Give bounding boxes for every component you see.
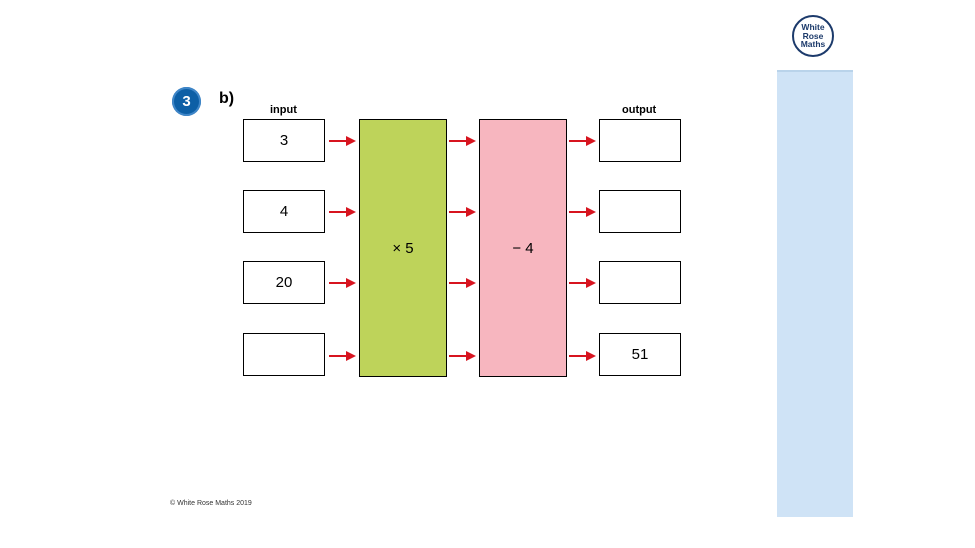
logo-area: White Rose Maths	[777, 0, 853, 72]
input-box-4[interactable]	[243, 333, 325, 376]
arrow-head-r4-c1	[346, 351, 356, 361]
output-box-2[interactable]	[599, 190, 681, 233]
arrow-head-r4-c3	[586, 351, 596, 361]
arrow-head-r1-c2	[466, 136, 476, 146]
output-header: output	[622, 104, 657, 116]
side-panel: White Rose Maths	[777, 0, 853, 517]
logo-text-3: Maths	[800, 39, 826, 50]
input-box-3: 20	[243, 261, 325, 304]
white-rose-maths-logo: White Rose Maths	[792, 15, 834, 57]
input-box-2: 4	[243, 190, 325, 233]
arrow-head-r4-c2	[466, 351, 476, 361]
output-box-3[interactable]	[599, 261, 681, 304]
arrow-head-r1-c3	[586, 136, 596, 146]
logo-text-1: White	[801, 22, 825, 33]
subtract-machine: − 4	[479, 119, 567, 377]
arrow-head-r2-c3	[586, 207, 596, 217]
arrow-head-r1-c1	[346, 136, 356, 146]
arrow-head-r2-c2	[466, 207, 476, 217]
arrow-head-r3-c2	[466, 278, 476, 288]
logo-text-2: Rose	[802, 30, 824, 41]
copyright-footer: © White Rose Maths 2019	[170, 500, 252, 507]
output-box-1[interactable]	[599, 119, 681, 162]
input-box-1: 3	[243, 119, 325, 162]
arrow-head-r2-c1	[346, 207, 356, 217]
multiply-machine: × 5	[359, 119, 447, 377]
arrow-head-r3-c1	[346, 278, 356, 288]
question-part-label: b)	[219, 90, 235, 107]
output-box-4: 51	[599, 333, 681, 376]
arrow-head-r3-c3	[586, 278, 596, 288]
question-number-badge: 3	[172, 87, 201, 116]
input-header: input	[270, 104, 297, 116]
